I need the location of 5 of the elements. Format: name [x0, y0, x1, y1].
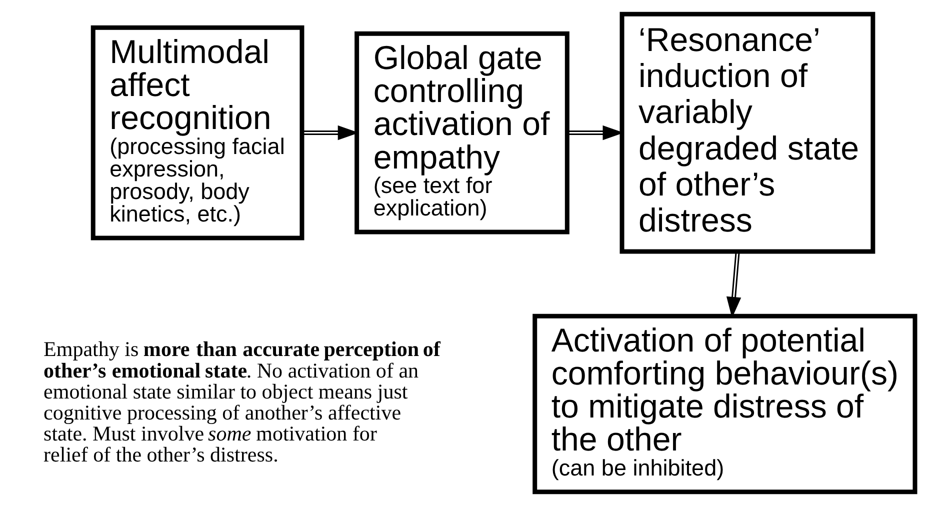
node-box: ‘Resonance’ induction of variably degraded state of other’s distress — [620, 12, 876, 254]
node-box: Multimodal affect recognition (processing facial expression, prosody, body kinetics, etc.) — [90, 25, 304, 240]
label: Empathy is more than accurate perception of other’s emotional state. No activation of an emotional state similar to object means just cognitive processing of another’s affective state. Must involve some motivation for relief of the other’s distress. — [44, 337, 440, 466]
node-box: Global gate controlling activation of empathy (see text for explication) — [354, 31, 570, 234]
node-box: Activation of potential comforting behaviour(s) to mitigate distress of the other (can be inhibited) — [532, 314, 918, 494]
